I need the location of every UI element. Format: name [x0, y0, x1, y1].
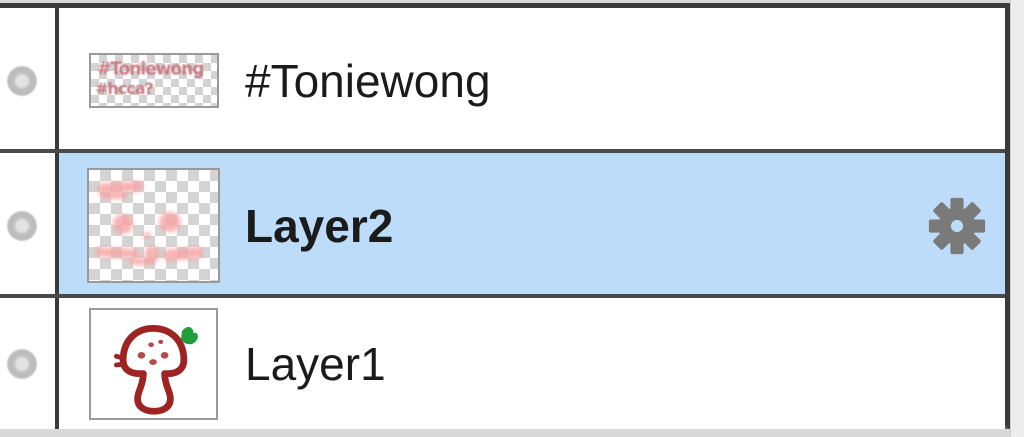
layer-thumbnail[interactable]	[89, 308, 218, 420]
thumbnail-sketch-mark	[129, 258, 155, 265]
thumbnail-signature-line-1: #Toniewong	[97, 58, 204, 80]
layer-name-label: Layer2	[245, 199, 394, 252]
row-separator	[0, 294, 1005, 298]
column-divider	[55, 153, 59, 298]
transparency-checker	[91, 55, 217, 106]
column-divider	[55, 298, 59, 429]
visibility-toggle-icon[interactable]	[7, 65, 37, 96]
layer-thumbnail[interactable]: #Toniewong #hcca?	[89, 53, 219, 108]
gear-icon[interactable]	[927, 196, 987, 256]
layer-row[interactable]: Layer2	[0, 153, 1005, 298]
visibility-toggle-icon[interactable]	[7, 348, 37, 379]
thumbnail-sketch-mark	[101, 192, 127, 199]
row-separator	[0, 149, 1005, 153]
layers-panel: #Toniewong #hcca? #Toniewong Layer2	[0, 3, 1010, 429]
thumbnail-sketch-mark	[159, 212, 181, 232]
layer-row[interactable]: #Toniewong #hcca? #Toniewong	[0, 8, 1005, 153]
thumbnail-signature-line-2: #hcca?	[95, 79, 154, 98]
layer-name-label: #Toniewong	[245, 54, 491, 107]
layer-name-label: Layer1	[245, 337, 386, 390]
layer-row[interactable]: Layer1	[0, 298, 1005, 429]
thumbnail-sketch-mark	[113, 214, 133, 234]
mushroom-drawing-icon	[113, 324, 198, 415]
thumbnail-sketch-mark	[143, 232, 151, 239]
panel-scroll-gutter[interactable]	[1010, 0, 1024, 437]
layer-thumbnail[interactable]	[87, 168, 220, 283]
visibility-toggle-icon[interactable]	[7, 210, 37, 241]
column-divider	[55, 8, 59, 153]
